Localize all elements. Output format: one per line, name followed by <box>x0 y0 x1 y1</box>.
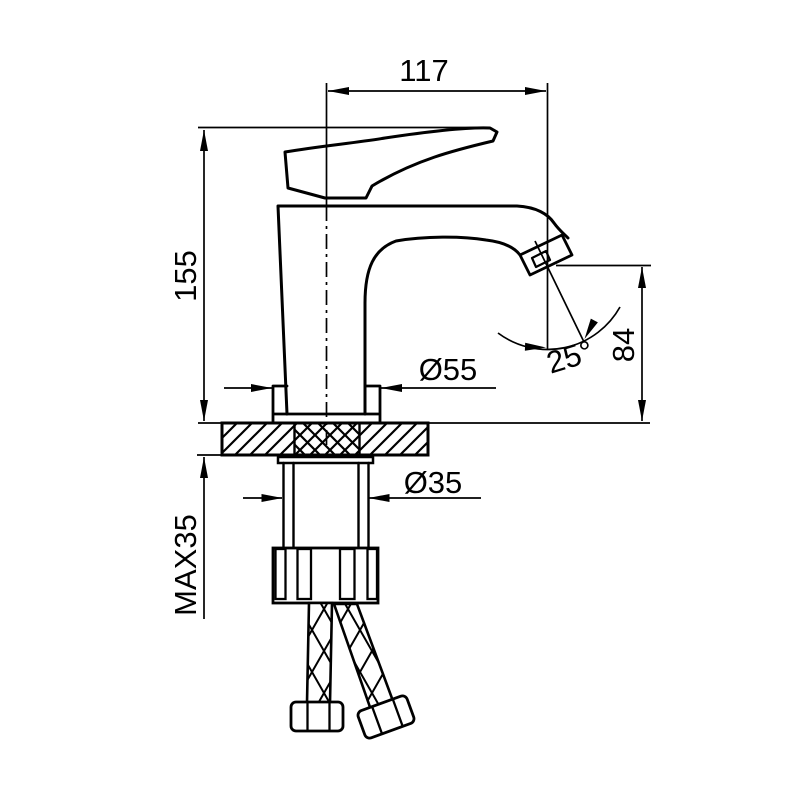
dim-155: 155 <box>168 130 208 421</box>
dim-55: Ø55 <box>224 352 496 392</box>
arrowhead <box>525 87 546 95</box>
arrowhead <box>261 494 283 502</box>
arrowhead <box>251 384 272 392</box>
mounting-nut <box>271 546 380 605</box>
mounting-washer <box>276 455 375 465</box>
supply-hose-left <box>305 601 334 705</box>
faucet-body-outline <box>276 204 570 416</box>
dim-35: Ø35 <box>243 465 481 502</box>
faucet-aerator-notch <box>530 249 552 269</box>
mounting-nut-slots <box>274 547 379 601</box>
hex-nut-left <box>289 700 345 733</box>
faucet-spout-inner-curve <box>363 235 522 416</box>
threaded-shank <box>282 461 370 550</box>
supply-hose-right <box>332 602 395 712</box>
dim-155-label: 155 <box>168 250 203 302</box>
dimension-annotations: 117 155 84 25° Ø55 <box>168 53 651 619</box>
arrowhead <box>200 130 208 151</box>
hex-nut-right <box>356 694 416 740</box>
arrowhead <box>368 494 390 502</box>
dim-25deg-label: 25° <box>542 333 597 380</box>
dim-35-label: Ø35 <box>404 465 463 500</box>
arrowhead <box>200 457 208 478</box>
arrowhead <box>638 400 646 421</box>
dim-55-label: Ø55 <box>419 352 478 387</box>
arrowhead <box>381 384 402 392</box>
faucet-handle <box>283 126 499 200</box>
dim-84: 84 <box>606 267 646 421</box>
dim-84-label: 84 <box>606 328 641 362</box>
dim-max35-label: MAX35 <box>168 514 203 616</box>
dim-117: 117 <box>328 53 546 95</box>
faucet-aerator <box>518 233 574 277</box>
faucet-object <box>220 126 574 740</box>
dim-max35: MAX35 <box>168 457 208 619</box>
arrowhead <box>200 400 208 421</box>
arrowhead <box>638 267 646 288</box>
countertop-hole-edges <box>293 421 361 457</box>
dim-117-label: 117 <box>399 53 448 88</box>
arrowhead <box>328 87 349 95</box>
